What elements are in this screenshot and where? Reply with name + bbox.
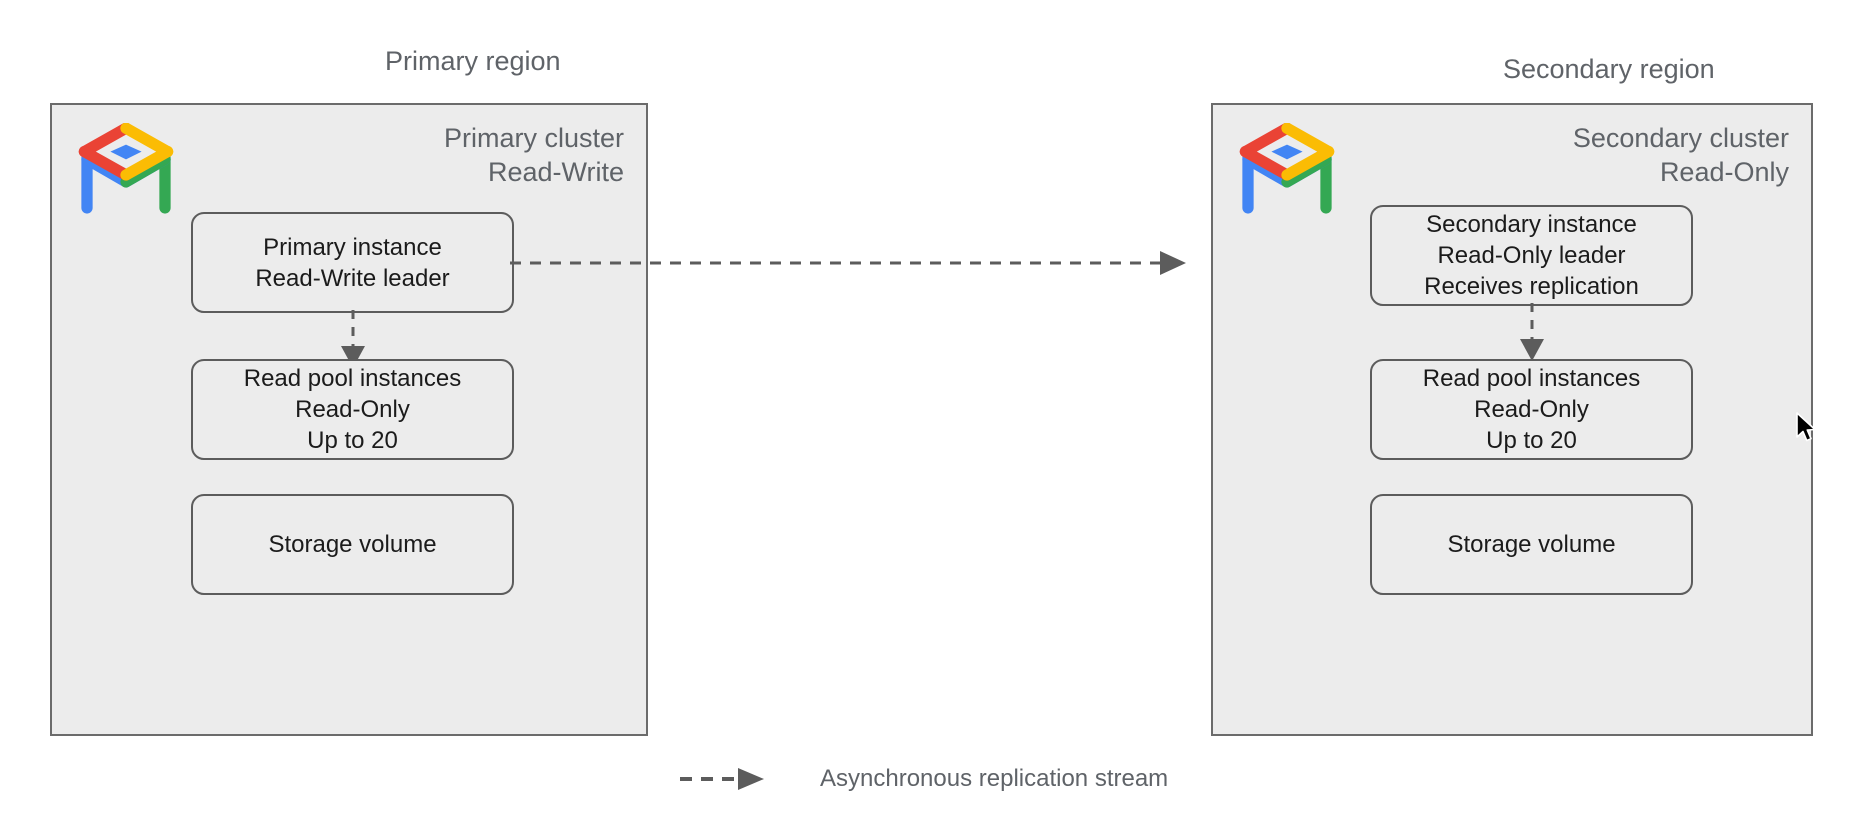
node-secondary-read-pool[interactable]: Read pool instances Read-Only Up to 20: [1370, 359, 1693, 460]
legend: Asynchronous replication stream: [680, 765, 1168, 793]
node-primary-storage-volume[interactable]: Storage volume: [191, 494, 514, 595]
mouse-pointer-icon: [1796, 412, 1816, 442]
secondary-cluster-title: Secondary cluster Read-Only: [1572, 123, 1789, 187]
alloydb-logo-icon: [1239, 123, 1335, 214]
node-secondary-storage-volume[interactable]: Storage volume: [1370, 494, 1693, 595]
alloydb-logo-icon: [78, 123, 174, 214]
arrow-secondary-instance-to-read-pool: [1520, 303, 1544, 361]
primary-cluster-title: Primary cluster Read-Write: [443, 123, 624, 187]
dashed-arrow-icon: [680, 768, 764, 790]
node-primary-instance[interactable]: Primary instance Read-Write leader: [191, 212, 514, 313]
node-secondary-instance[interactable]: Secondary instance Read-Only leader Rece…: [1370, 205, 1693, 306]
node-primary-read-pool[interactable]: Read pool instances Read-Only Up to 20: [191, 359, 514, 460]
secondary-cluster-container: Secondary cluster Read-Only Secondary in…: [1211, 103, 1813, 736]
secondary-region-label: Secondary region: [1503, 54, 1715, 84]
primary-cluster-container: Primary cluster Read-Write Primary insta…: [50, 103, 648, 736]
legend-label-replication: Asynchronous replication stream: [820, 765, 1169, 792]
primary-region-label: Primary region: [385, 46, 561, 76]
